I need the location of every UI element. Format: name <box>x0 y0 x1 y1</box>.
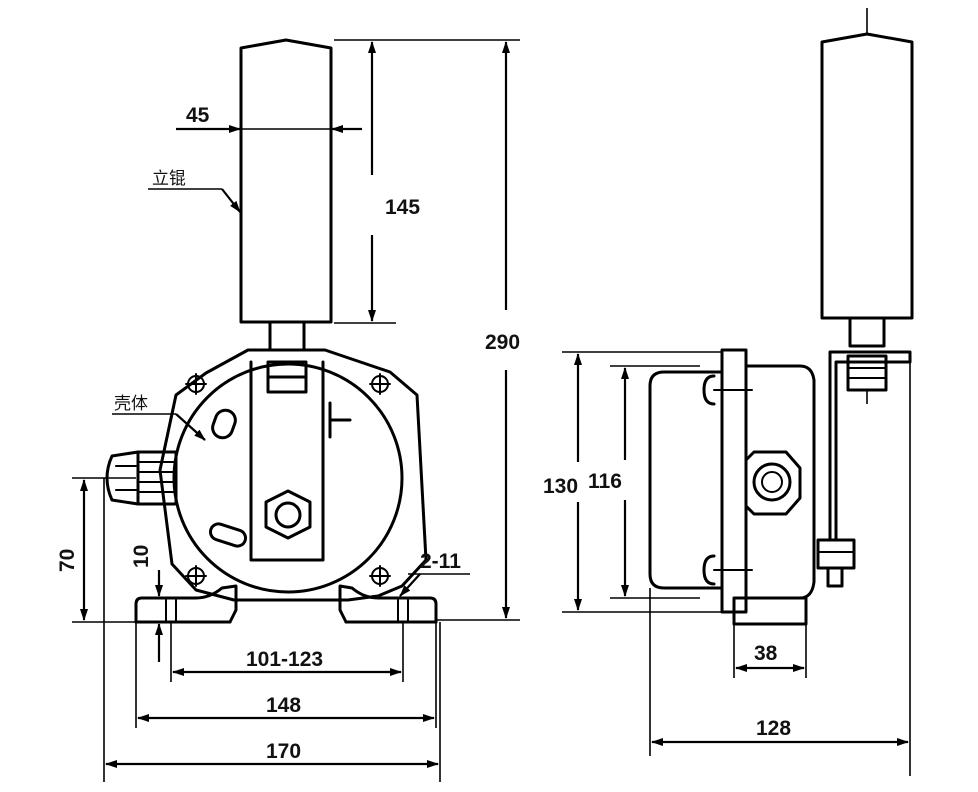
housing-side <box>648 348 816 626</box>
base-front <box>134 584 438 624</box>
dim-hole-pitch: 116 <box>588 470 622 493</box>
front-view <box>72 38 520 782</box>
screw-bl <box>185 565 207 587</box>
side-view <box>562 8 914 776</box>
roller-label: 立锟 <box>152 169 186 189</box>
dim-base-to-center: 70 <box>56 549 79 572</box>
roller-front <box>239 38 333 352</box>
dim-overall-height: 290 <box>485 331 520 354</box>
roller-side <box>820 8 914 404</box>
dim-roller-length: 145 <box>385 196 420 219</box>
housing-label: 壳体 <box>114 394 148 414</box>
cable-gland <box>105 450 178 506</box>
dim-base-thickness: 10 <box>130 545 153 568</box>
dim-overall-width: 170 <box>266 740 301 763</box>
dim-base-width: 148 <box>266 694 301 717</box>
screw-tl <box>185 373 207 395</box>
dim-mounting-holes: 2-11 <box>420 550 461 573</box>
screw-br <box>369 565 391 587</box>
dim-roller-diameter: 45 <box>186 104 210 127</box>
dim-base-depth: 38 <box>754 642 778 665</box>
dim-hole-spacing: 101-123 <box>246 648 323 671</box>
dim-housing-height: 130 <box>543 475 578 498</box>
screw-tr <box>369 373 391 395</box>
dim-overall-depth: 128 <box>756 717 791 740</box>
housing-front <box>158 348 428 602</box>
